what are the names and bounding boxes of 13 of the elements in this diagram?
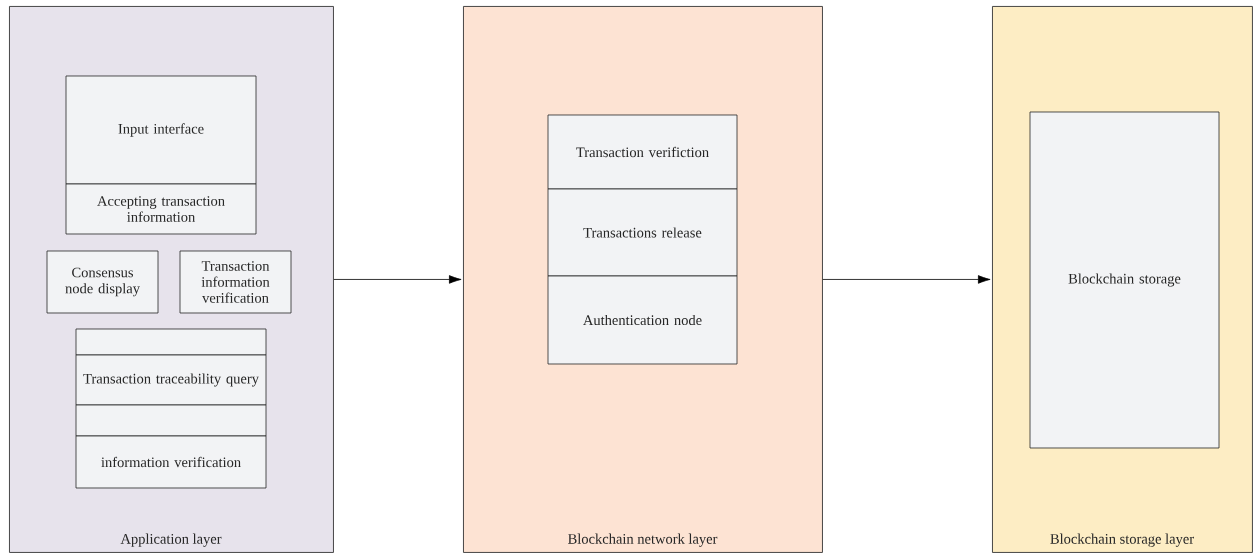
arrow: [333, 275, 462, 284]
empty-box: [75, 328, 267, 356]
empty-box: [75, 404, 267, 437]
arrow: [822, 275, 991, 284]
process-box: Transaction information verification: [179, 250, 292, 314]
process-box: Transaction verifiction: [547, 114, 738, 190]
process-box: information verification: [75, 435, 267, 489]
process-box: Blockchain storage: [1029, 111, 1220, 449]
process-box: Authentication node: [547, 275, 738, 365]
process-box: Accepting transaction information: [65, 183, 257, 235]
process-box: Consensus node display: [46, 250, 159, 314]
process-box: Transaction traceability query: [75, 354, 267, 406]
process-box: Transactions release: [547, 188, 738, 277]
